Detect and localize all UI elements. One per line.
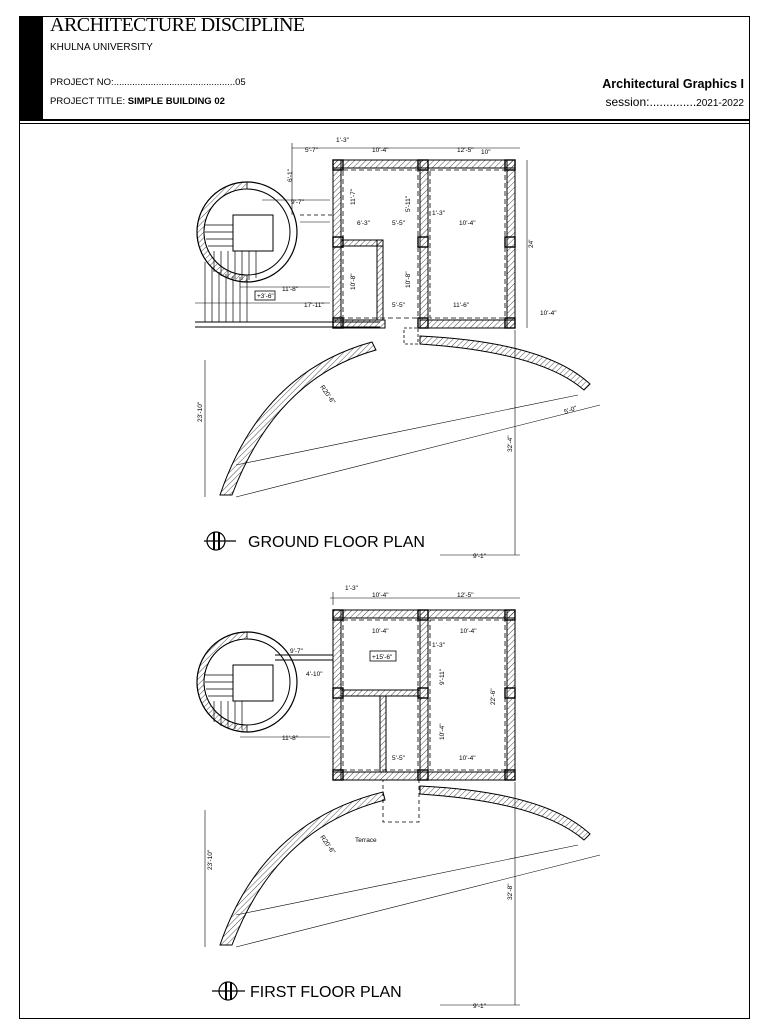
gf-dim-13: 11'-8" <box>282 286 299 293</box>
session-value: 2021-2022 <box>696 98 744 109</box>
gf-dim-8: 11'-7" <box>350 188 357 205</box>
ground-stair-tower <box>195 181 380 328</box>
ff-dim-9: 9'-11" <box>439 668 446 685</box>
ff-dim-10: 22'-6" <box>490 688 497 705</box>
gf-dim-4: 12'-5" <box>457 147 474 154</box>
gf-dim-6: 6'-1" <box>287 168 294 182</box>
title-block-rule <box>19 123 750 124</box>
ff-radius: R20'-6" <box>318 834 336 856</box>
first-section-marker <box>212 981 245 1001</box>
university-name: KHULNA UNIVERSITY <box>50 42 153 53</box>
course-name: Architectural Graphics I <box>602 77 744 91</box>
first-curved-wall <box>219 791 386 946</box>
first-curved-wall-right <box>419 785 591 841</box>
title-block <box>19 16 750 121</box>
ff-dim-3: 12'-5" <box>457 592 474 599</box>
project-number-label: PROJECT NO:.............................… <box>50 77 236 88</box>
gf-radius: R20'-6" <box>318 384 336 406</box>
first-floor-title: FIRST FLOOR PLAN <box>250 984 402 1001</box>
session-label: session:.............. <box>605 95 697 109</box>
ff-terrace: Terrace <box>355 837 377 844</box>
ground-curved-wall <box>219 341 377 496</box>
gf-dim-18: 23'-10" <box>197 401 204 422</box>
ground-section-marker <box>204 531 236 551</box>
project-title-value: SIMPLE BUILDING 02 <box>127 96 225 107</box>
project-title-label: PROJECT TITLE: <box>50 96 126 107</box>
ff-dim-11: 11'-8" <box>282 735 299 742</box>
gf-dim-14: 17'-11" <box>304 302 324 309</box>
session: session:..............2021-2022 <box>605 95 744 109</box>
gf-dim-19: 32'-4" <box>507 435 514 452</box>
gf-dim-17: 10'-4" <box>540 310 557 317</box>
ff-level: +15'-6" <box>372 654 393 661</box>
gf-dim-16: 11'-6" <box>453 302 470 309</box>
ground-floor-plan <box>195 143 601 556</box>
ff-dim-13: 10'-4" <box>459 755 476 762</box>
gf-dim-5: 10" <box>481 149 491 156</box>
gf-dim-10: 5'-5" <box>392 220 406 227</box>
gf-dim-23: 5'-11" <box>405 195 412 212</box>
ff-dim-17: 10'-4" <box>439 723 446 740</box>
project-number-value: 05 <box>235 77 246 88</box>
gf-dim-25: 10'-8" <box>405 271 412 288</box>
gf-dim-24: 10'-8" <box>350 273 357 290</box>
ff-dim-6: 9'-7" <box>290 648 304 655</box>
discipline-title: ARCHITECTURE DISCIPLINE <box>50 14 305 36</box>
project-title: PROJECT TITLE: SIMPLE BUILDING 02 <box>50 96 225 107</box>
gf-dim-22: 1'-3" <box>432 210 446 217</box>
first-dimension-lines <box>204 592 601 1006</box>
ground-curved-wall-right <box>419 335 591 391</box>
gf-dim-12: 24' <box>528 240 535 248</box>
title-block-black-bar <box>19 16 43 121</box>
first-walls <box>275 609 516 823</box>
gf-dim-15: 5'-5" <box>392 302 406 309</box>
ff-dim-2: 10'-4" <box>372 592 389 599</box>
gf-dim-11: 10'-4" <box>459 220 476 227</box>
ff-dim-12: 5'-5" <box>392 755 406 762</box>
gf-dim-1: 1'-3" <box>336 137 350 144</box>
ff-dim-16: 9'-1" <box>473 1003 487 1010</box>
ground-walls <box>300 159 516 329</box>
ff-dim-4: 10'-4" <box>372 628 389 635</box>
gf-dim-21: 5'-0" <box>563 405 578 416</box>
gf-dim-20: 9'-1" <box>473 553 487 560</box>
gf-dim-2: 5'-7" <box>305 147 319 154</box>
ground-dimension-texts: 1'-3" 5'-7" 10'-4" 12'-5" 10" 6'-1" 9'-7… <box>197 137 578 560</box>
gf-level: +3'-6" <box>257 293 274 300</box>
ff-dim-7: 4'-10" <box>306 671 323 678</box>
gf-dim-3: 10'-4" <box>372 147 389 154</box>
ground-dimension-lines <box>195 143 601 556</box>
ff-dim-1: 1'-3" <box>345 585 359 592</box>
gf-dim-9: 6'-3" <box>357 220 371 227</box>
ff-dim-8: 1'-3" <box>432 642 446 649</box>
first-stair-tower <box>196 631 298 733</box>
project-number: PROJECT NO:.............................… <box>50 77 246 88</box>
ff-dim-14: 23'-10" <box>207 849 214 870</box>
drawing-sheet-border <box>19 16 750 1019</box>
ff-dim-5: 10'-4" <box>460 628 477 635</box>
ground-floor-title: GROUND FLOOR PLAN <box>248 534 425 551</box>
gf-dim-7: 9'-7" <box>291 199 305 206</box>
ff-dim-15: 32'-8" <box>507 883 514 900</box>
first-floor-plan <box>196 592 601 1006</box>
